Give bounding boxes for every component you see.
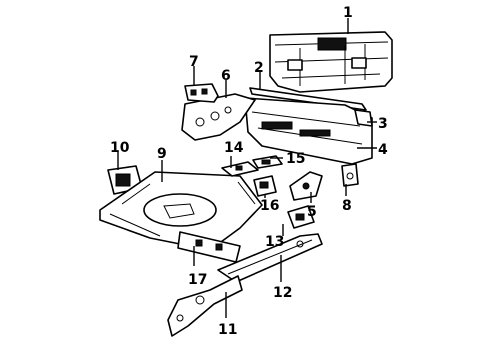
callout-2: 2	[254, 60, 264, 76]
callout-17: 17	[188, 272, 207, 288]
part-13-block	[287, 205, 315, 229]
callout-labels: 1 2 3 4 5 6 7 8 9 10 11 12 13 14 15 16 1…	[110, 5, 388, 338]
part-15-bracket	[252, 155, 283, 169]
part-5-bracket	[289, 171, 323, 201]
callout-12: 12	[273, 285, 292, 301]
callout-4: 4	[378, 142, 388, 158]
callout-13: 13	[265, 234, 284, 250]
callout-8: 8	[342, 198, 352, 214]
part-6-wheelhouse	[181, 93, 256, 141]
part-11-rail	[167, 275, 243, 337]
callout-9: 9	[157, 146, 167, 162]
part-14-bracket	[221, 161, 259, 177]
part-9-floor-pan	[99, 171, 263, 251]
callout-7: 7	[189, 54, 199, 70]
callout-6: 6	[221, 68, 231, 84]
callout-16: 16	[260, 198, 279, 214]
part-16-bracket	[253, 175, 277, 197]
callout-1: 1	[343, 5, 353, 21]
part-17-crossmember	[177, 231, 241, 263]
callout-3: 3	[378, 116, 388, 132]
part-4-trunk-panel	[244, 97, 373, 165]
callout-15: 15	[286, 151, 305, 167]
callout-11: 11	[218, 322, 237, 338]
leader-lines	[117, 18, 377, 318]
callout-10: 10	[110, 140, 130, 156]
callout-5: 5	[307, 204, 317, 220]
part-1-rear-panel	[269, 31, 393, 93]
part-7-bracket	[184, 83, 219, 103]
part-8-bracket	[341, 163, 359, 187]
callout-14: 14	[224, 140, 244, 156]
